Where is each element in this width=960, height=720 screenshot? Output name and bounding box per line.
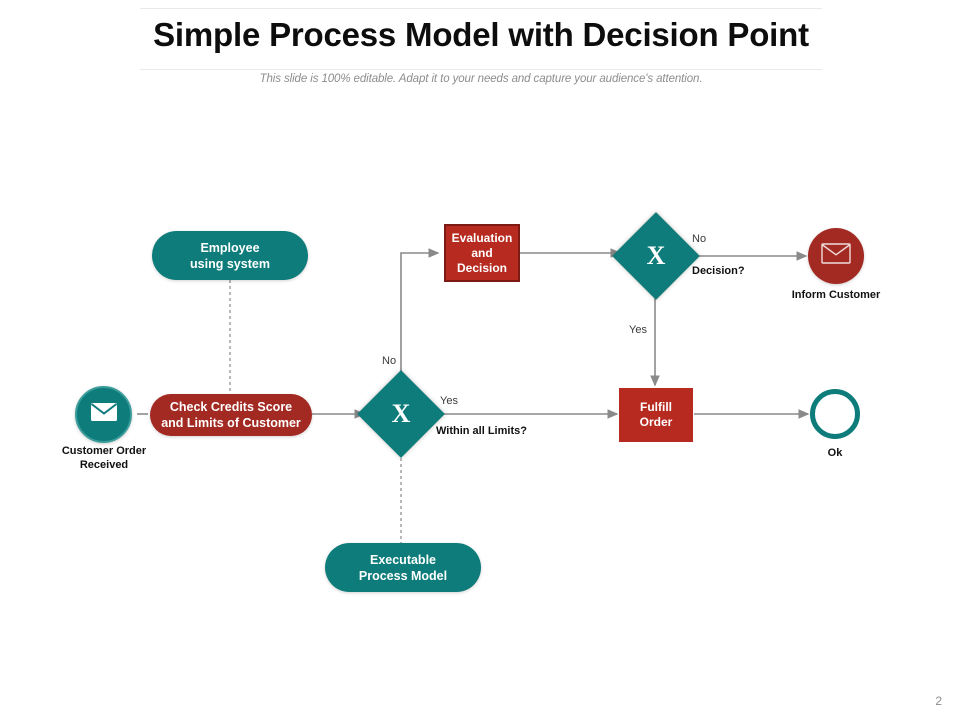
- employee-label-line-1: Employee: [200, 240, 260, 255]
- node-customer-order-received[interactable]: [75, 386, 132, 443]
- check-credits-label-line-2: and Limits of Customer: [161, 416, 301, 430]
- node-employee-using-system[interactable]: Employee using system: [152, 231, 308, 280]
- caption-line-1: Customer Order: [61, 445, 147, 457]
- edge-label-decision-yes: Yes: [629, 324, 647, 336]
- envelope-outline-icon: [821, 243, 851, 269]
- executable-label-line-2: Process Model: [358, 568, 448, 583]
- node-evaluation-and-decision[interactable]: Evaluation and Decision: [444, 224, 520, 282]
- executable-label-line-1: Executable: [369, 552, 436, 567]
- evaluation-label-line-1: Evaluation: [451, 230, 513, 245]
- fulfill-label-line-2: Order: [639, 415, 673, 429]
- evaluation-label-line-2: and: [471, 245, 493, 260]
- caption-customer-order-received: Customer Order Received: [46, 444, 162, 472]
- node-check-credits-score[interactable]: Check Credits Score and Limits of Custom…: [150, 394, 312, 436]
- diamond-glyph-x: X: [391, 399, 411, 428]
- fulfill-label-line-1: Fulfill: [640, 400, 672, 414]
- diamond-glyph-x: X: [646, 241, 666, 270]
- edge-label-within-all-limits: Within all Limits?: [436, 425, 527, 437]
- caption-line-2: Received: [79, 459, 129, 471]
- node-executable-process-model[interactable]: Executable Process Model: [325, 543, 481, 592]
- edge-label-limits-yes: Yes: [440, 395, 458, 407]
- page-number: 2: [935, 694, 942, 708]
- edge-label-limits-no: No: [382, 355, 397, 367]
- caption-ok: Ok: [827, 447, 843, 459]
- page-subtitle: This slide is 100% editable. Adapt it to…: [259, 73, 703, 85]
- evaluation-label-line-3: Decision: [456, 260, 507, 275]
- edge-label-decision-question: Decision?: [692, 265, 745, 277]
- node-fulfill-order[interactable]: Fulfill Order: [619, 388, 693, 442]
- caption-inform-customer: Inform Customer: [791, 289, 881, 301]
- connector-limits-no-to-evaluation: [400, 248, 440, 383]
- node-decision-point[interactable]: X: [612, 212, 700, 300]
- envelope-icon: [90, 402, 118, 427]
- page-title: Simple Process Model with Decision Point: [153, 16, 809, 53]
- node-within-all-limits-decision[interactable]: X: [357, 370, 445, 458]
- employee-label-line-2: using system: [190, 256, 270, 271]
- node-ok-end[interactable]: [810, 389, 860, 439]
- title-block: Simple Process Model with Decision Point: [140, 8, 822, 70]
- check-credits-label-line-1: Check Credits Score: [169, 400, 293, 414]
- node-inform-customer[interactable]: [808, 228, 864, 284]
- edge-label-decision-no: No: [692, 233, 707, 245]
